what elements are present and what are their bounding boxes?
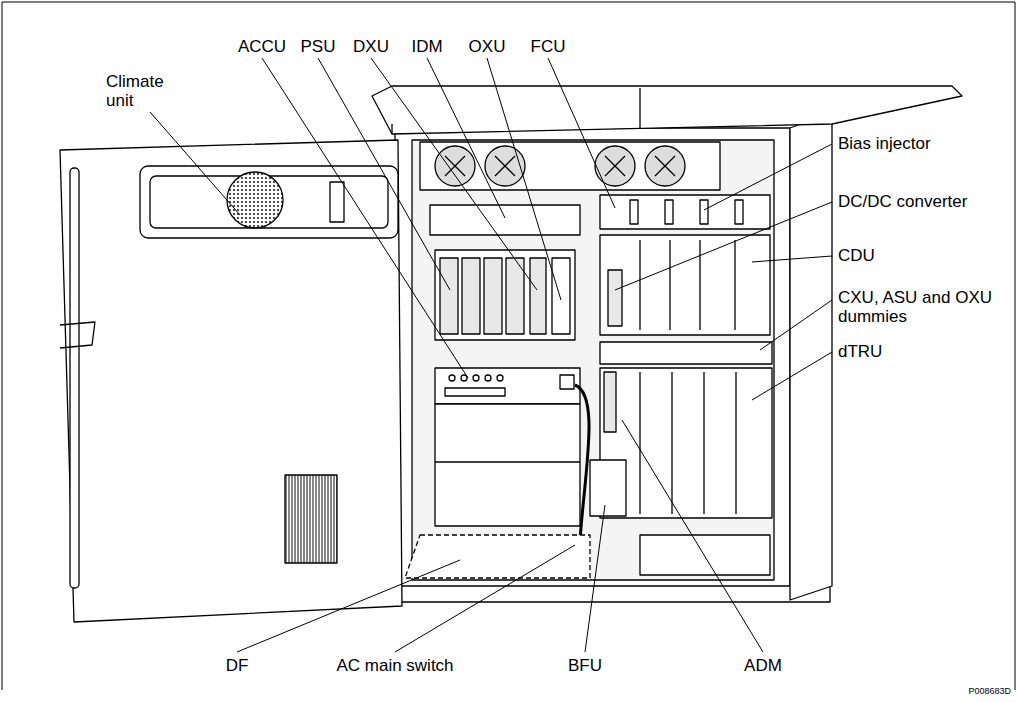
part-label: DF xyxy=(224,656,251,675)
part-label: CDU xyxy=(836,246,877,265)
part-label: PSU xyxy=(299,37,338,56)
part-label: dTRU xyxy=(836,342,884,361)
part-label: OXU xyxy=(467,37,508,56)
part-label: DC/DC converter xyxy=(836,192,969,211)
part-label: FCU xyxy=(529,37,568,56)
part-label: IDM xyxy=(409,37,444,56)
part-label: BFU xyxy=(566,656,604,675)
part-label: DXU xyxy=(351,37,391,56)
part-label: AC main switch xyxy=(334,656,455,675)
part-label: ADM xyxy=(742,656,784,675)
part-label: Climate unit xyxy=(104,72,180,110)
part-label: ACCU xyxy=(236,37,288,56)
figure-code: P008683D xyxy=(966,686,1013,697)
part-label: Bias injector xyxy=(836,134,933,153)
part-label: CXU, ASU and OXU dummies xyxy=(836,288,1010,326)
